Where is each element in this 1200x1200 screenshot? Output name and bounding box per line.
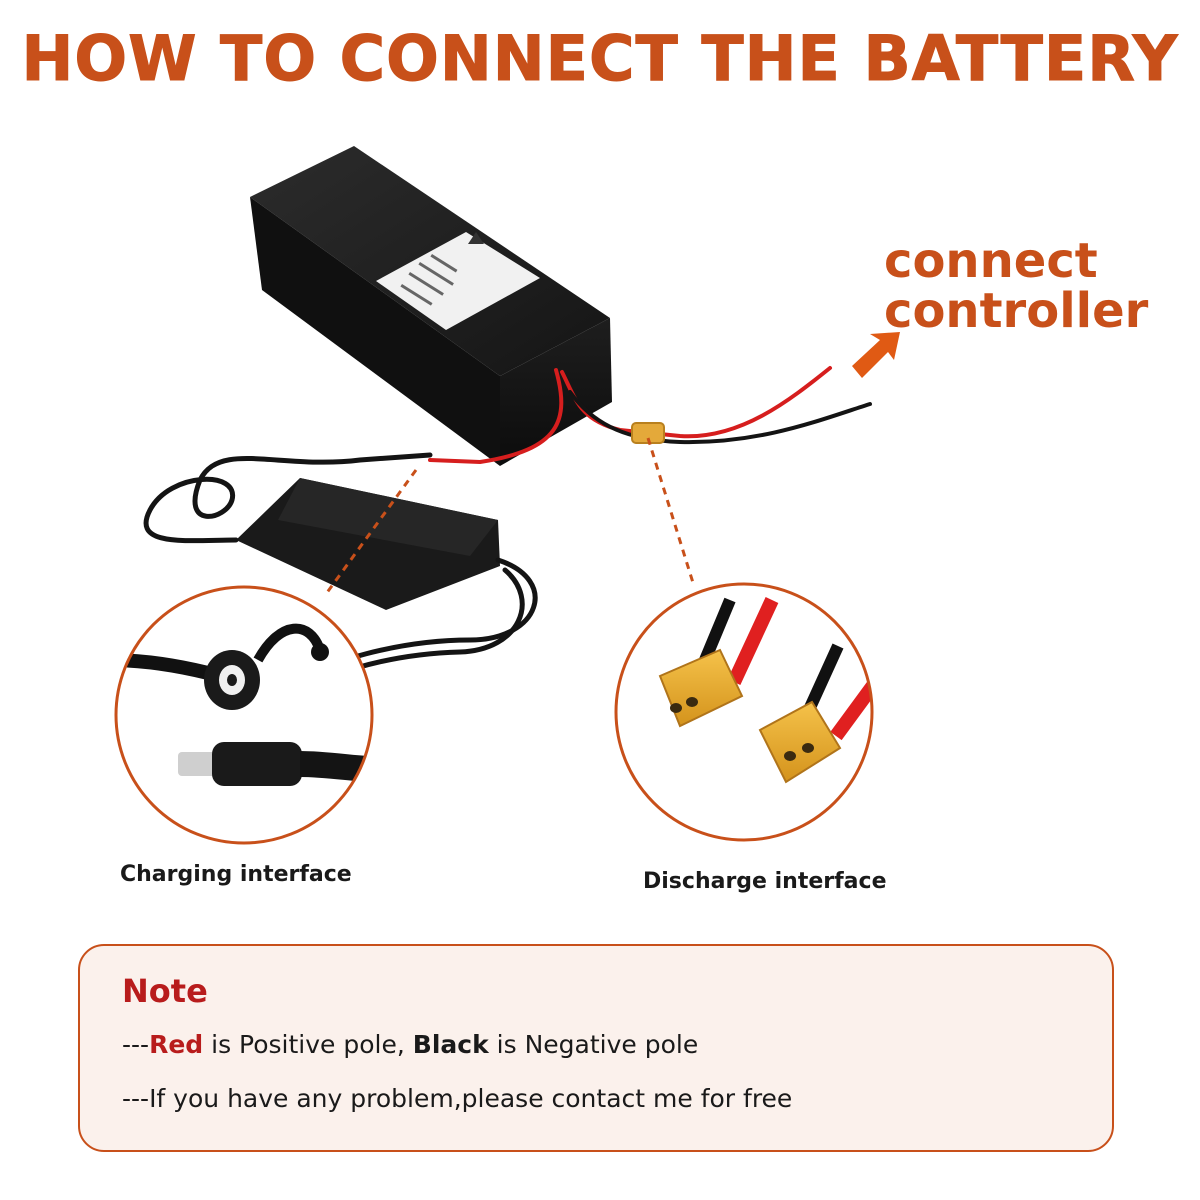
page-title: HOW TO CONNECT THE BATTERY [21,22,1179,96]
product-illustration [114,146,900,845]
charging-interface-detail [114,585,374,845]
discharge-interface-detail [614,582,874,842]
arrow-icon [852,332,900,378]
note-line-mid: is Positive pole, [203,1030,413,1059]
note-line-suffix: is Negative pole [488,1030,699,1059]
note-line-polarity: ---Red is Positive pole, Black is Negati… [122,1030,698,1059]
note-line-prefix: --- [122,1030,150,1059]
note-line-contact: ---If you have any problem,please contac… [122,1084,793,1113]
battery-wires [428,366,872,465]
note-box: Note ---Red is Positive pole, Black is N… [78,944,1114,1152]
charging-interface-caption: Charging interface [120,862,352,887]
charger-brick [236,478,500,610]
connect-controller-label: connect controller [884,236,1148,336]
red-word: Red [149,1030,204,1059]
discharge-interface-caption: Discharge interface [643,869,887,894]
connect-controller-line-2: controller [884,283,1149,339]
connect-controller-line-1: connect [884,233,1098,289]
note-heading: Note [122,972,208,1010]
battery-pack [250,146,612,466]
black-word: Black [412,1030,489,1059]
